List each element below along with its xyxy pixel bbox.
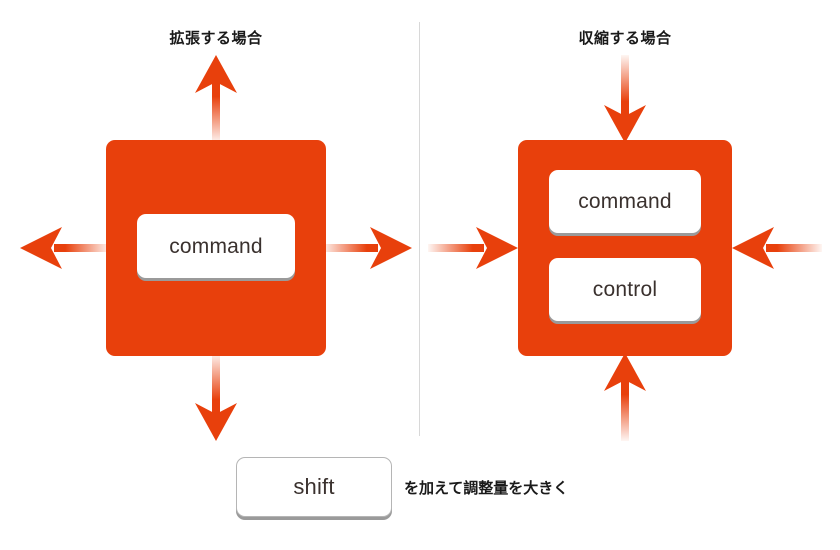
keycap-command-left[interactable]: command: [137, 214, 295, 278]
left-arrow-left-icon: [20, 227, 110, 269]
keycap-control-right[interactable]: control: [549, 258, 701, 321]
keycap-label: command: [169, 234, 263, 258]
left-arrow-down-icon: [195, 353, 237, 441]
shift-caption: を加えて調整量を大きく: [404, 480, 569, 497]
keycap-label: shift: [293, 474, 335, 499]
right-arrow-up-icon: [604, 353, 646, 441]
right-arrow-left-icon: [732, 227, 822, 269]
keycap-label: command: [578, 190, 672, 213]
panel-divider: [419, 22, 420, 436]
left-arrow-right-icon: [322, 227, 412, 269]
keycap-label: control: [592, 278, 658, 301]
right-arrow-right-icon: [428, 227, 518, 269]
right-arrow-down-icon: [604, 55, 646, 143]
keycap-shift[interactable]: shift: [236, 457, 392, 517]
keycap-command-right[interactable]: command: [549, 170, 701, 233]
left-panel-heading: 拡張する場合: [169, 30, 263, 47]
right-panel-heading: 収縮する場合: [578, 30, 672, 47]
left-arrow-up-icon: [195, 55, 237, 143]
